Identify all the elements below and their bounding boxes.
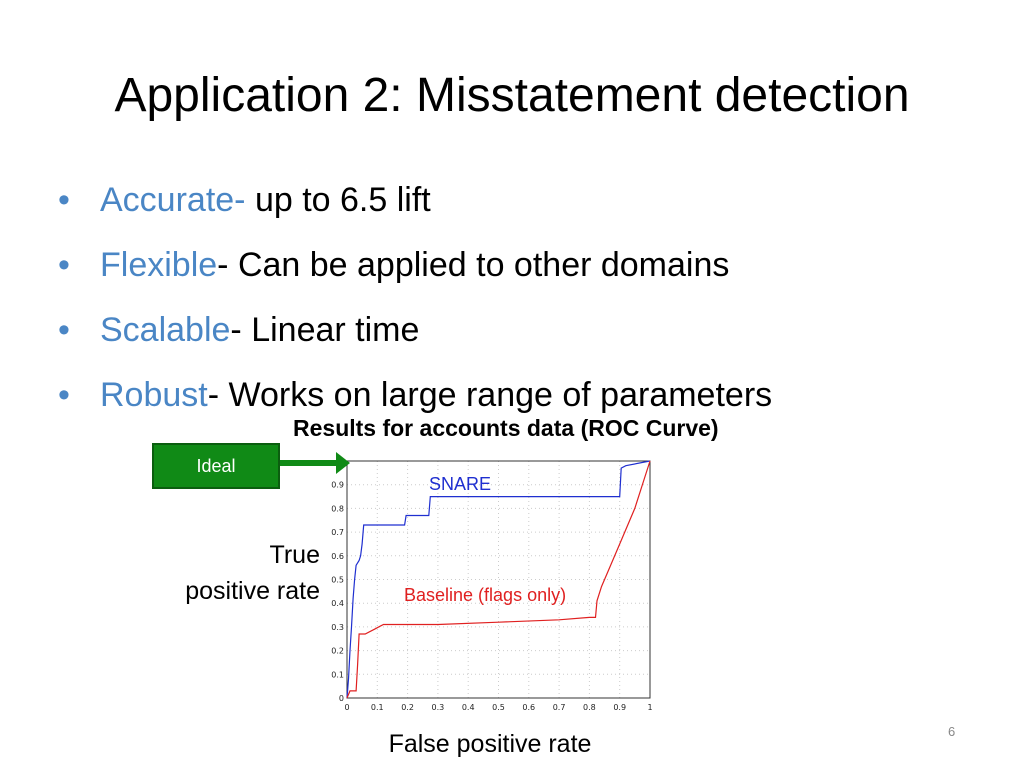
x-tick-label: 0.3 bbox=[432, 703, 445, 712]
x-tick-label: 0.6 bbox=[522, 703, 535, 712]
y-tick-label: 0.3 bbox=[331, 623, 344, 632]
x-tick-label: 0 bbox=[344, 703, 349, 712]
x-tick-label: 0.4 bbox=[462, 703, 475, 712]
bullet-dot-icon: • bbox=[58, 311, 70, 349]
ideal-arrow bbox=[280, 452, 350, 474]
bullet-item: • Accurate- up to 6.5 lift bbox=[58, 178, 772, 243]
bullet-keyword: Robust bbox=[100, 376, 208, 414]
x-tick-label: 0.5 bbox=[492, 703, 505, 712]
y-axis-label: True positive rate bbox=[120, 537, 320, 609]
y-tick-label: 0.1 bbox=[331, 670, 344, 679]
chart-title: Results for accounts data (ROC Curve) bbox=[293, 415, 719, 441]
bullet-keyword: Accurate- bbox=[100, 181, 246, 219]
snare-series-label: SNARE bbox=[429, 474, 491, 494]
y-axis-label-line: True bbox=[269, 541, 320, 569]
y-tick-label: 0.5 bbox=[331, 576, 344, 585]
baseline-series-label: Baseline (flags only) bbox=[404, 585, 566, 605]
plot-frame bbox=[346, 460, 651, 699]
y-tick-label: 0.8 bbox=[331, 504, 344, 513]
slide-title: Application 2: Misstatement detection bbox=[114, 69, 910, 122]
bullet-dot-icon: • bbox=[58, 181, 70, 219]
bullet-text: up to 6.5 lift bbox=[245, 181, 431, 219]
y-tick-label: 0 bbox=[339, 694, 344, 703]
snare-series-line bbox=[346, 460, 651, 699]
series-layer bbox=[346, 460, 651, 699]
y-tick-label: 0.4 bbox=[331, 599, 344, 608]
x-tick-label: 0.7 bbox=[553, 703, 566, 712]
ideal-arrow-head-icon bbox=[336, 452, 350, 474]
y-tick-label: 0.9 bbox=[331, 481, 344, 490]
bullet-dot-icon: • bbox=[58, 376, 70, 414]
bullet-text: - Works on large range of parameters bbox=[207, 376, 773, 414]
y-tick-label: 0.2 bbox=[331, 647, 344, 656]
ticks-layer: 0 0.1 0.2 0.3 0.4 0.5 0.6 0.7 0.8 0.9 1 0 0.1 0.2 0.3 0… bbox=[331, 481, 652, 712]
bullet-list: • Accurate- up to 6.5 lift • Flexible- Can… bbox=[58, 178, 772, 438]
bullet-item: • Robust- Works on large range of paramet… bbox=[58, 373, 772, 438]
bullet-keyword: Scalable bbox=[100, 311, 231, 349]
bullet-item: • Scalable- Linear time bbox=[58, 308, 772, 373]
x-tick-label: 1 bbox=[647, 703, 652, 712]
x-tick-label: 0.1 bbox=[371, 703, 384, 712]
page-number: 6 bbox=[948, 724, 956, 739]
ideal-box: Ideal bbox=[152, 443, 280, 489]
x-axis-label: False positive rate bbox=[388, 730, 592, 758]
x-tick-label: 0.2 bbox=[401, 703, 414, 712]
bullet-text: - Can be applied to other domains bbox=[217, 246, 730, 284]
bullet-keyword: Flexible bbox=[100, 246, 218, 284]
baseline-series-line bbox=[346, 460, 651, 699]
y-axis-label-line: positive rate bbox=[185, 577, 320, 605]
x-tick-label: 0.8 bbox=[583, 703, 596, 712]
bullet-item: • Flexible- Can be applied to other domai… bbox=[58, 243, 772, 308]
y-tick-label: 0.7 bbox=[331, 528, 344, 537]
x-tick-label: 0.9 bbox=[613, 703, 626, 712]
y-tick-label: 0.6 bbox=[331, 552, 344, 561]
bullet-text: - Linear time bbox=[230, 311, 420, 349]
bullet-dot-icon: • bbox=[58, 246, 70, 284]
